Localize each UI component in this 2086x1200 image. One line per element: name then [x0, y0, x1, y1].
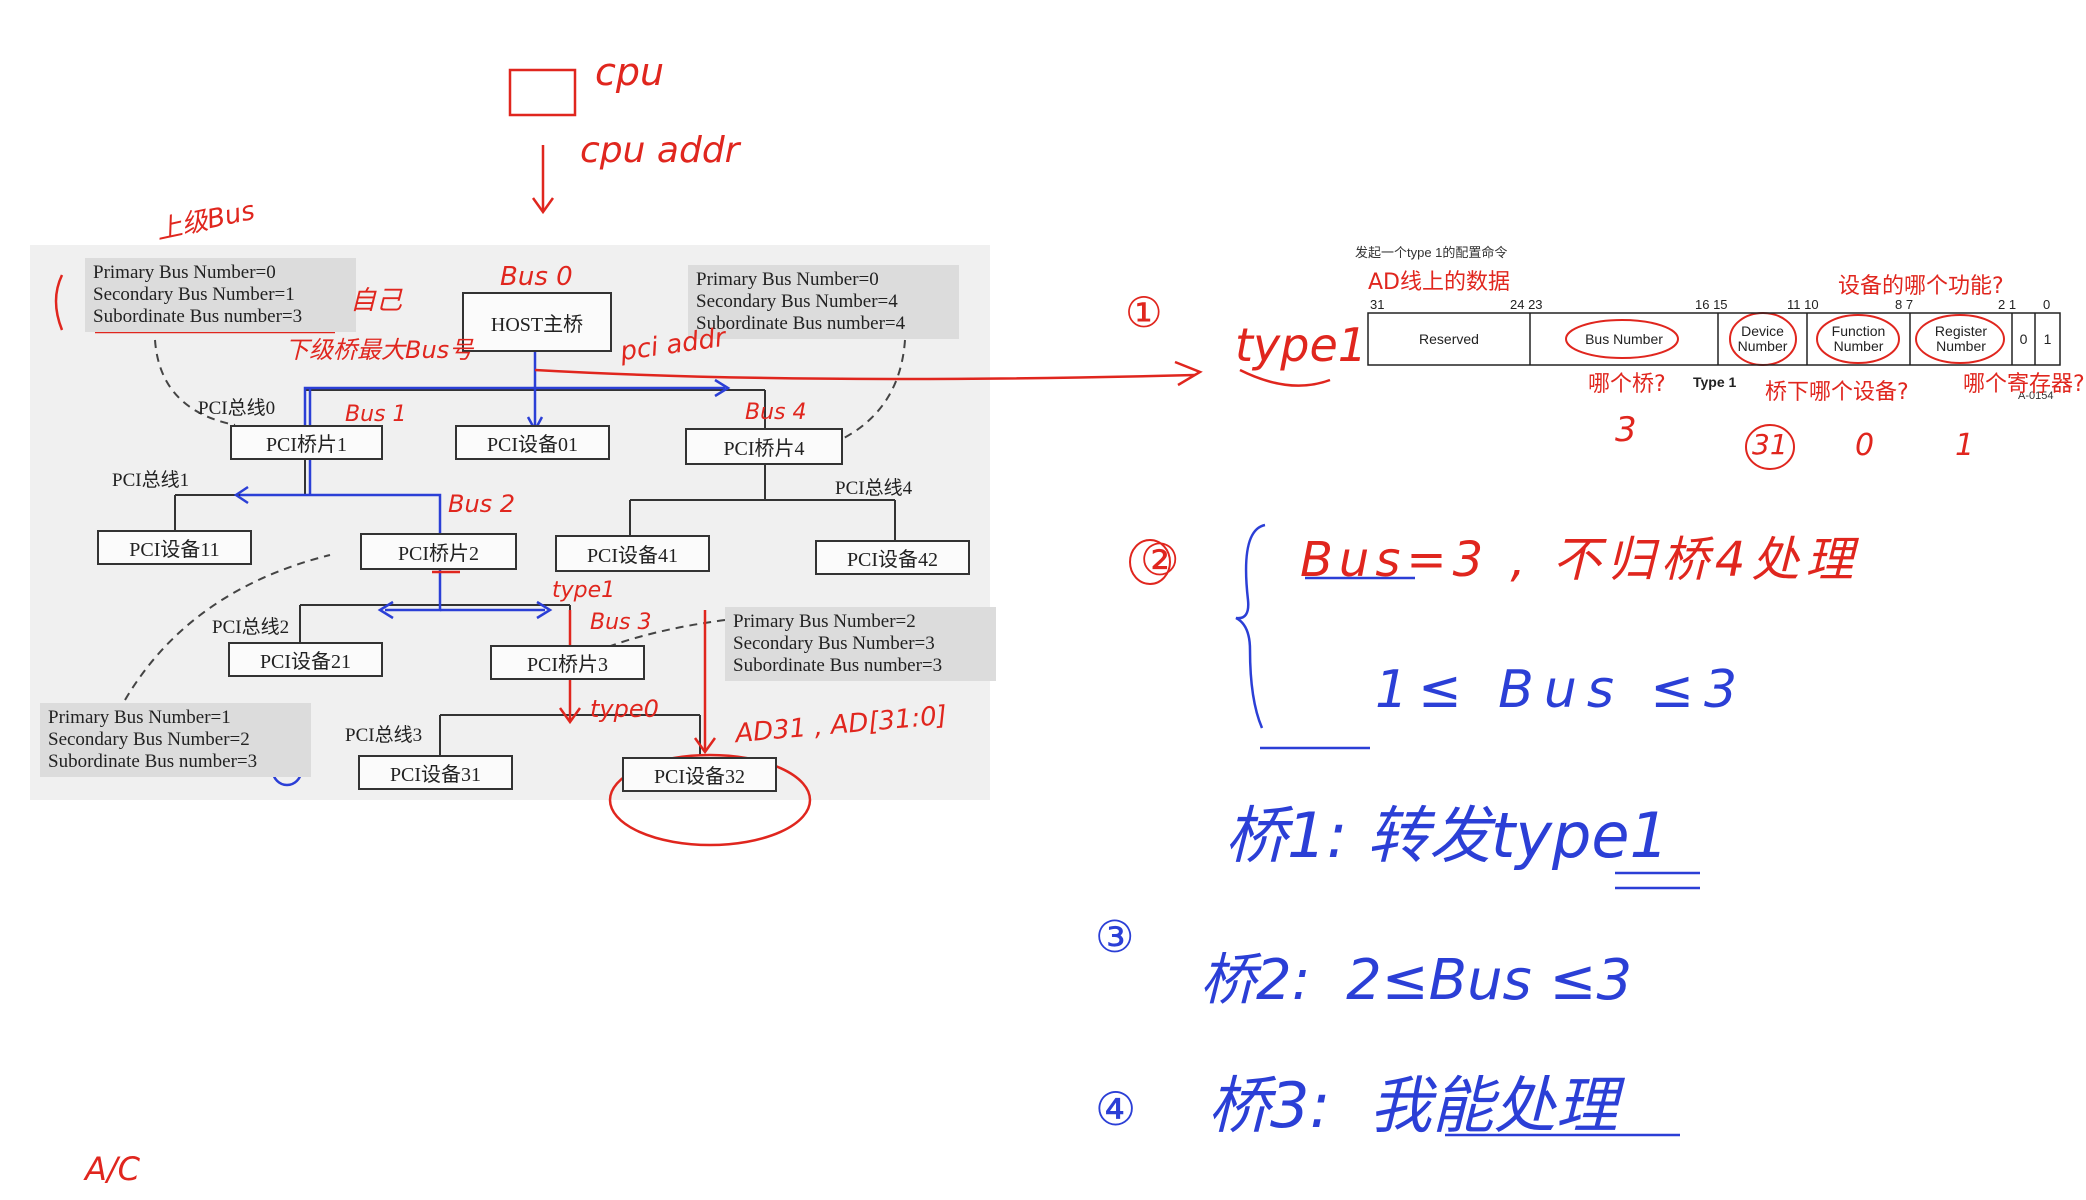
bridge1-primary: Primary Bus Number=0: [93, 262, 276, 283]
bus-eq-3-note: Bus=3 , 不归桥4处理: [1300, 532, 1860, 588]
bridge1-config-box: Primary Bus Number=0 Secondary Bus Numbe…: [85, 258, 356, 332]
bridge4-config-box: Primary Bus Number=0 Secondary Bus Numbe…: [688, 265, 959, 339]
pci-bridge-2: PCI桥片2: [360, 533, 517, 570]
bit-16-15: 16 15: [1695, 297, 1728, 312]
bus-range-note: 1≤ Bus ≤3: [1375, 660, 1748, 720]
step3-marker: ③: [1095, 912, 1135, 963]
bit-0: 0: [2043, 297, 2051, 312]
step1-marker: ①: [1125, 288, 1163, 337]
bridge1-subordinate: Subordinate Bus number=3: [93, 306, 303, 327]
pci-bridge-1: PCI桥片1: [230, 425, 383, 460]
bridge3-secondary: Secondary Bus Number=3: [733, 633, 935, 654]
register-number-field: Register Number: [1934, 323, 1988, 354]
device-number-value: 31: [1752, 428, 1788, 461]
figure-id: A-0154: [2018, 390, 2054, 402]
reserved-field: Reserved: [1419, 330, 1479, 347]
device-number-field: Device Number: [1737, 323, 1788, 354]
which-device-note: 桥下哪个设备?: [1765, 380, 1909, 405]
pci-device-01: PCI设备01: [455, 425, 610, 460]
function-heading: 设备的哪个功能?: [1838, 274, 2004, 299]
bit-8-7: 8 7: [1895, 297, 1914, 312]
bus2-note: Bus 2: [448, 490, 516, 518]
step4-marker: ④: [1095, 1082, 1137, 1136]
bit-31: 31: [1370, 297, 1385, 312]
step2-marker: ②: [1140, 535, 1180, 586]
bus1-note: Bus 1: [345, 402, 407, 427]
bridge2-primary: Primary Bus Number=1: [48, 707, 231, 728]
bridge1-secondary: Secondary Bus Number=1: [93, 284, 295, 305]
lower-bridge-max-bus-note: 下级桥最大Bus号: [285, 336, 474, 364]
pci-bus-4-label: PCI总线4: [835, 478, 913, 499]
bridge4-primary: Primary Bus Number=0: [696, 269, 879, 290]
register-caption: 发起一个type 1的配置命令: [1355, 245, 1508, 260]
bridge4-secondary: Secondary Bus Number=4: [696, 291, 898, 312]
bus-number-value: 3: [1615, 410, 1637, 450]
cpu-addr-note: cpu addr: [580, 130, 740, 171]
pci-bridge-4: PCI桥片4: [685, 428, 843, 465]
which-register-note: 哪个寄存器?: [1963, 372, 2085, 397]
pci-bus-1-label: PCI总线1: [112, 470, 190, 491]
bridge4-subordinate: Subordinate Bus number=4: [696, 313, 906, 334]
bit-2-1: 2 1: [1998, 297, 2017, 312]
bridge2-subordinate: Subordinate Bus number=3: [48, 751, 258, 772]
pci-device-42: PCI设备42: [815, 540, 970, 575]
register-number-value: 1: [1955, 428, 1975, 463]
type1-label: Type 1: [1693, 374, 1737, 390]
bridge1-forward-note: 桥1: 转发type1: [1225, 799, 1669, 872]
bit1-field: 0: [2019, 330, 2028, 347]
bottom-note: A/C: [85, 1150, 141, 1188]
bridge3-handle-note: 桥3: 我能处理: [1208, 1069, 1618, 1142]
pci-device-11: PCI设备11: [97, 530, 252, 565]
bridge2-config-box: Primary Bus Number=1 Secondary Bus Numbe…: [40, 703, 311, 777]
bridge2-range-note: 桥2: 2≤Bus ≤3: [1200, 948, 1633, 1013]
pci-bridge-3: PCI桥片3: [490, 645, 645, 680]
self-note: 自己: [350, 286, 403, 316]
bit-11-10: 11 10: [1787, 297, 1819, 312]
pci-bus-2-label: PCI总线2: [212, 617, 290, 638]
function-number-field: Function Number: [1831, 323, 1886, 354]
pci-bus-0-label: PCI总线0: [198, 398, 276, 419]
bridge3-config-box: Primary Bus Number=2 Secondary Bus Numbe…: [725, 607, 996, 681]
which-bridge-note: 哪个桥?: [1588, 372, 1666, 397]
ad-data-heading: AD线上的数据: [1368, 270, 1510, 295]
bit0-field: 1: [2043, 330, 2052, 347]
pci-bus-3-label: PCI总线3: [345, 725, 423, 746]
function-number-value: 0: [1855, 428, 1875, 463]
bus0-note: Bus 0: [500, 262, 573, 292]
bus4-note: Bus 4: [745, 400, 807, 425]
bus-number-field: Bus Number: [1585, 330, 1663, 347]
bit-24-23: 24 23: [1510, 297, 1543, 312]
pci-device-21: PCI设备21: [228, 642, 383, 677]
type1-note: type1: [552, 578, 616, 603]
cpu-note: cpu: [595, 50, 665, 94]
type1-big-note: type1: [1235, 318, 1368, 372]
host-bridge: HOST主桥: [462, 292, 612, 352]
bus3-note: Bus 3: [590, 610, 652, 635]
bridge2-secondary: Secondary Bus Number=2: [48, 729, 250, 750]
bridge3-primary: Primary Bus Number=2: [733, 611, 916, 632]
pci-device-32: PCI设备32: [622, 757, 777, 792]
bridge3-subordinate: Subordinate Bus number=3: [733, 655, 943, 676]
pci-device-31: PCI设备31: [358, 755, 513, 790]
type0-note: type0: [590, 695, 659, 723]
pci-device-41: PCI设备41: [555, 535, 710, 572]
